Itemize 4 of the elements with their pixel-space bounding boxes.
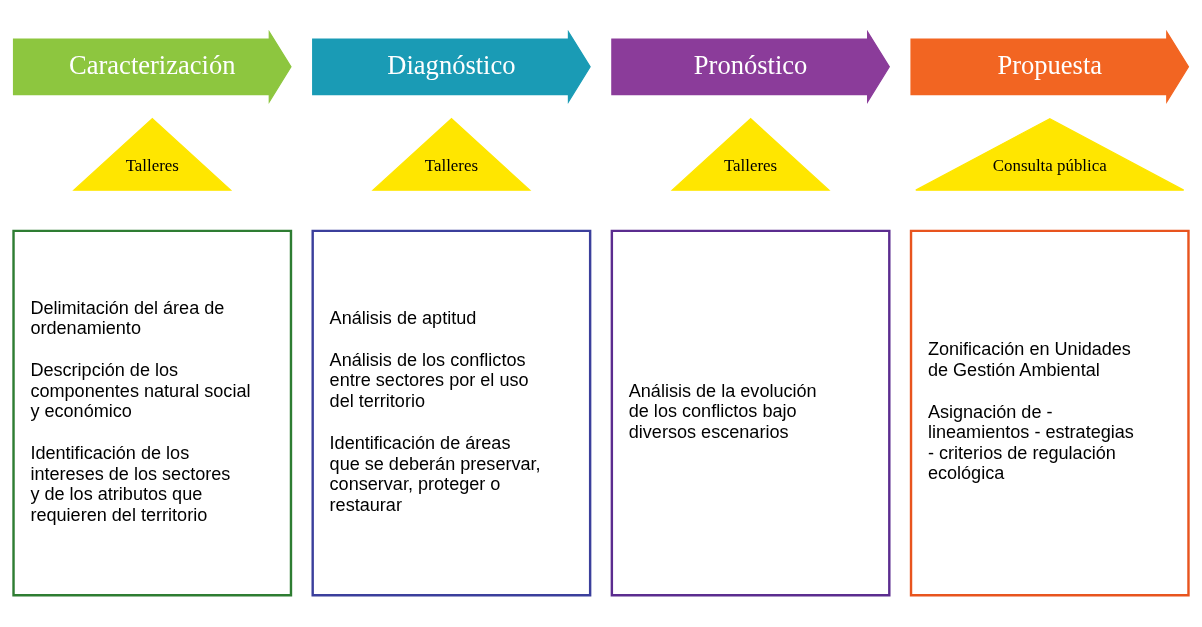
node-box: Análisis de la evolución de los conflictos bajo diversos escenarios xyxy=(610,229,891,597)
node-box: Zonificación en Unidades de Gestión Ambiental Asignación de - lineamientos - estrategias - criterios de regulación ecológica xyxy=(909,229,1190,597)
node-box: Análisis de aptitud Análisis de los conflictos entre sectores por el uso del territorio Identificación de áreas que se deberán preservar, conservar, proteger o restaurar xyxy=(311,229,592,597)
node-box: Delimitación del área de ordenamiento Descripción de los componentes natural social y económico Identificación de los intereses de los sectores y de los atributos que requieren del territorio xyxy=(12,229,293,597)
